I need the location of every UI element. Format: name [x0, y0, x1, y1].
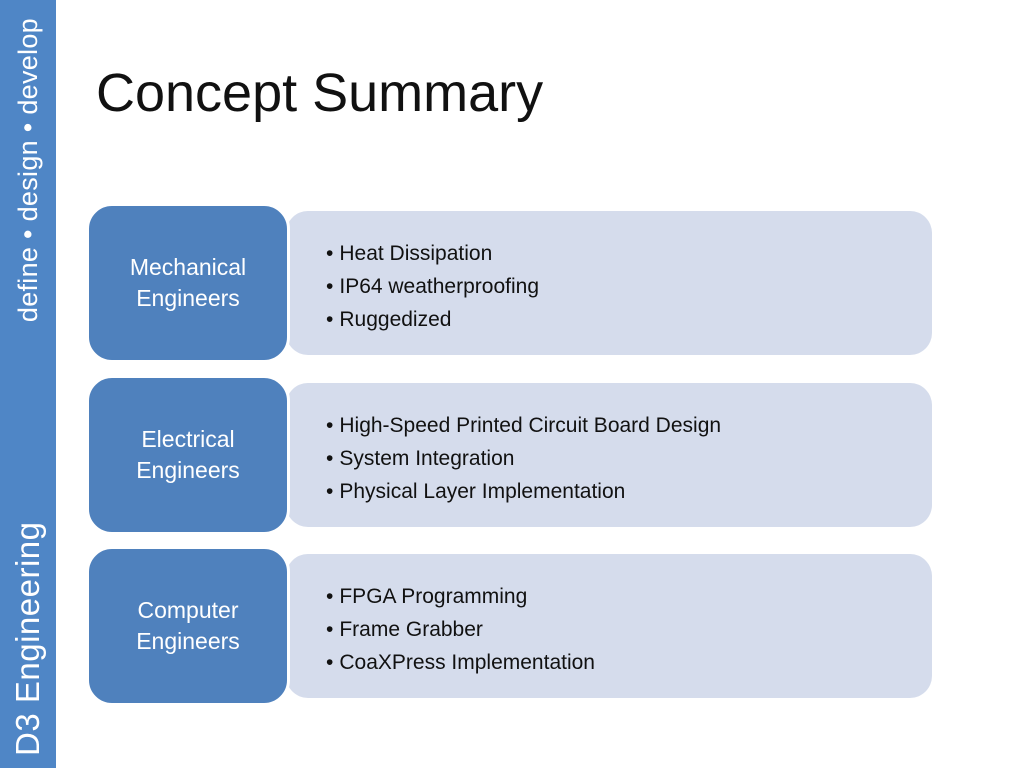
bullet-icon: • [326, 618, 334, 641]
detail-box: •FPGA Programming •Frame Grabber •CoaXPr… [286, 554, 932, 698]
detail-item-text: CoaXPress Implementation [339, 651, 595, 674]
group-label-line1: Electrical [141, 426, 235, 452]
sidebar-text: D3 Engineering define • design • develop [0, 0, 56, 768]
group-label-box: Computer Engineers [86, 546, 290, 706]
group-row-electrical: •High-Speed Printed Circuit Board Design… [86, 375, 936, 535]
detail-item-text: Frame Grabber [339, 618, 483, 641]
bullet-icon: • [326, 414, 334, 437]
sidebar: D3 Engineering define • design • develop [0, 0, 56, 768]
group-label-box: Mechanical Engineers [86, 203, 290, 363]
detail-item-text: High-Speed Printed Circuit Board Design [339, 414, 722, 437]
bullet-icon: • [326, 651, 334, 674]
detail-item: •System Integration [326, 442, 932, 475]
group-label-line2: Engineers [136, 628, 240, 654]
detail-list: •Heat Dissipation •IP64 weatherproofing … [326, 237, 932, 336]
detail-item: •Heat Dissipation [326, 237, 932, 270]
detail-list: •High-Speed Printed Circuit Board Design… [326, 409, 932, 508]
detail-item-text: Heat Dissipation [339, 242, 493, 265]
tagline-label: define • design • develop [12, 18, 43, 323]
detail-item: •CoaXPress Implementation [326, 646, 932, 679]
detail-item: •High-Speed Printed Circuit Board Design [326, 409, 932, 442]
bullet-icon: • [326, 242, 334, 265]
group-label-line2: Engineers [136, 285, 240, 311]
group-row-mechanical: •Heat Dissipation •IP64 weatherproofing … [86, 203, 936, 363]
group-row-computer: •FPGA Programming •Frame Grabber •CoaXPr… [86, 546, 936, 706]
detail-item: •Ruggedized [326, 303, 932, 336]
detail-list: •FPGA Programming •Frame Grabber •CoaXPr… [326, 580, 932, 679]
group-label-box: Electrical Engineers [86, 375, 290, 535]
detail-item-text: Ruggedized [339, 308, 452, 331]
detail-box: •Heat Dissipation •IP64 weatherproofing … [286, 211, 932, 355]
detail-item: •Physical Layer Implementation [326, 475, 932, 508]
detail-item: •IP64 weatherproofing [326, 270, 932, 303]
slide-title: Concept Summary [96, 63, 544, 123]
detail-item-text: FPGA Programming [339, 585, 528, 608]
detail-box: •High-Speed Printed Circuit Board Design… [286, 383, 932, 527]
group-label-line1: Computer [137, 597, 239, 623]
bullet-icon: • [326, 480, 334, 503]
group-label-line2: Engineers [136, 457, 240, 483]
bullet-icon: • [326, 447, 334, 470]
bullet-icon: • [326, 585, 334, 608]
detail-item: •Frame Grabber [326, 613, 932, 646]
detail-item-text: System Integration [339, 447, 515, 470]
bullet-icon: • [326, 275, 334, 298]
bullet-icon: • [326, 308, 334, 331]
detail-item-text: IP64 weatherproofing [339, 275, 539, 298]
detail-item: •FPGA Programming [326, 580, 932, 613]
brand-label: D3 Engineering [9, 521, 46, 757]
detail-item-text: Physical Layer Implementation [339, 480, 626, 503]
group-label-line1: Mechanical [129, 254, 247, 280]
